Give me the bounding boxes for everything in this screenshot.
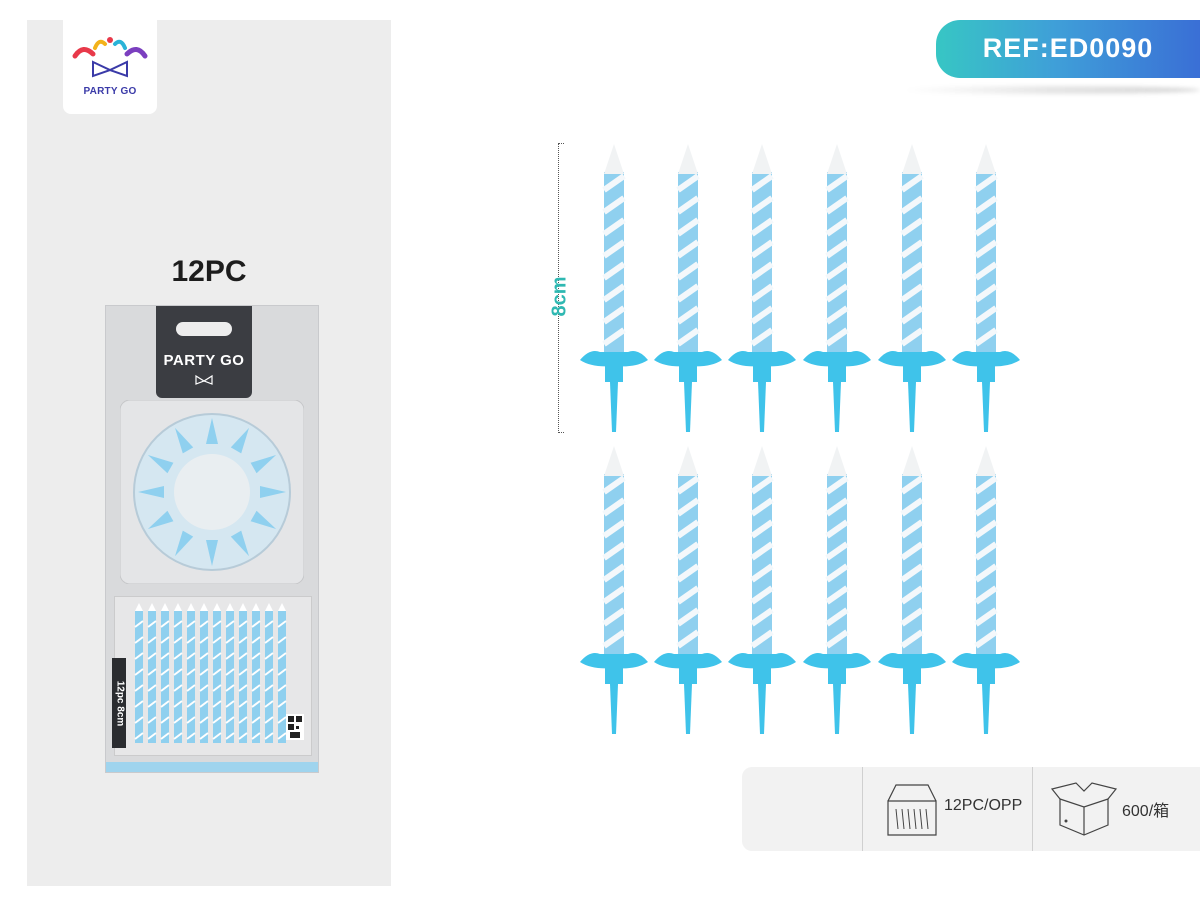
candle	[878, 446, 946, 734]
candle-row-bottom	[580, 446, 1020, 734]
candle	[654, 144, 722, 432]
ref-badge: REF:ED0090	[936, 20, 1200, 78]
candles-grid	[570, 140, 1030, 740]
candle	[728, 446, 796, 734]
blister-base-strip	[106, 762, 318, 772]
info-divider	[1032, 767, 1033, 851]
pack-size-label: 12pc 8cm	[112, 658, 126, 748]
candle	[580, 144, 648, 432]
tag-brand-text: PARTY GO	[163, 352, 245, 369]
quantity-label: 12PC	[171, 255, 247, 288]
blister-card: PARTY GO	[105, 305, 319, 773]
party-go-logo-icon	[72, 37, 148, 78]
candle	[952, 446, 1020, 734]
candle	[654, 446, 722, 734]
ref-badge-shadow	[900, 86, 1200, 94]
brand-logo: PARTY GO	[63, 20, 157, 114]
brand-mark-icon	[195, 374, 213, 385]
dimension-line	[558, 143, 565, 433]
dimension-label: 8cm	[548, 276, 571, 317]
inner-pack-label: 12PC/OPP	[944, 797, 1023, 814]
carton-qty-label: 600/箱	[1122, 803, 1170, 820]
display-box-icon	[887, 784, 937, 836]
candle	[803, 446, 871, 734]
candle	[580, 446, 648, 734]
hang-hole	[176, 322, 232, 336]
info-divider	[862, 767, 863, 851]
candle	[728, 144, 796, 432]
candle	[803, 144, 871, 432]
packed-candles	[134, 602, 287, 744]
packaging-info-bar: 12PC/OPP 600/箱	[742, 767, 1200, 851]
logo-text: PARTY GO	[83, 86, 137, 97]
packaged-product-image: PARTY GO 12PC PARTY GO	[27, 20, 391, 886]
holder-tray	[120, 400, 304, 584]
ref-code: REF:ED0090	[982, 33, 1154, 63]
header-tag: PARTY GO	[156, 306, 252, 398]
candle-pack	[114, 596, 312, 756]
qr-code-icon	[286, 714, 304, 740]
carton-box-icon	[1050, 782, 1118, 836]
candle	[878, 144, 946, 432]
candle	[952, 144, 1020, 432]
candle-row-top	[580, 144, 1020, 432]
pack-size-text: 12pc 8cm	[114, 680, 126, 727]
